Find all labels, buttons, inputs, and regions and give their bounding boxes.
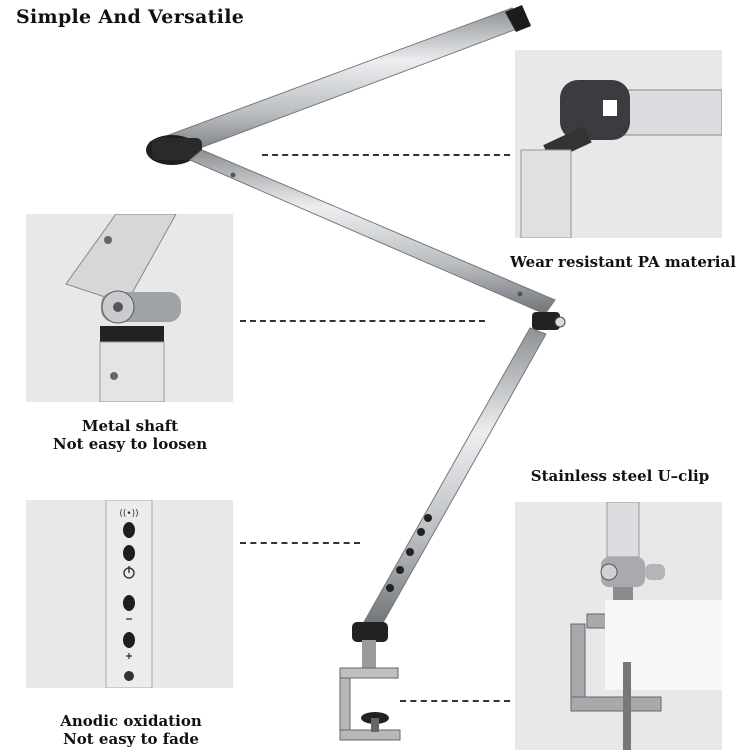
page-title: Simple And Versatile <box>16 6 245 28</box>
power-icon <box>123 566 135 579</box>
caption-uclip: Stainless steel U–clip <box>530 467 710 485</box>
metal-shaft-panel <box>26 214 233 402</box>
leader-line-shaft <box>240 320 485 322</box>
leader-line-anodic <box>240 542 360 544</box>
lamp-head <box>149 5 531 161</box>
plus-icon <box>126 653 132 659</box>
upper-arm <box>189 149 556 315</box>
pa-joint-closeup <box>520 80 722 238</box>
lamp-head-joint <box>146 135 202 165</box>
caption-anodic-1: Anodic oxidation <box>60 712 202 730</box>
metal-shaft-closeup <box>65 214 181 402</box>
base-clamp <box>339 622 401 741</box>
wireless-icon: ((•)) <box>119 509 138 519</box>
caption-metal-shaft-2: Not easy to loosen <box>52 435 208 453</box>
control-buttons-closeup: ((•)) <box>105 500 153 688</box>
caption-metal-shaft-1: Metal shaft <box>81 417 179 435</box>
uclip-closeup <box>570 502 722 750</box>
leader-line-pa <box>262 154 510 156</box>
caption-anodic-2: Not easy to fade <box>63 730 199 748</box>
svg-text:((•)): ((•)) <box>119 509 138 519</box>
caption-pa-material: Wear resistant PA material <box>510 253 736 271</box>
lower-arm <box>363 327 547 629</box>
leader-line-uclip <box>400 700 510 702</box>
middle-joint <box>532 312 566 330</box>
uclip-panel <box>515 502 722 750</box>
pa-material-panel <box>515 50 722 238</box>
anodic-panel: ((•)) <box>26 500 233 688</box>
